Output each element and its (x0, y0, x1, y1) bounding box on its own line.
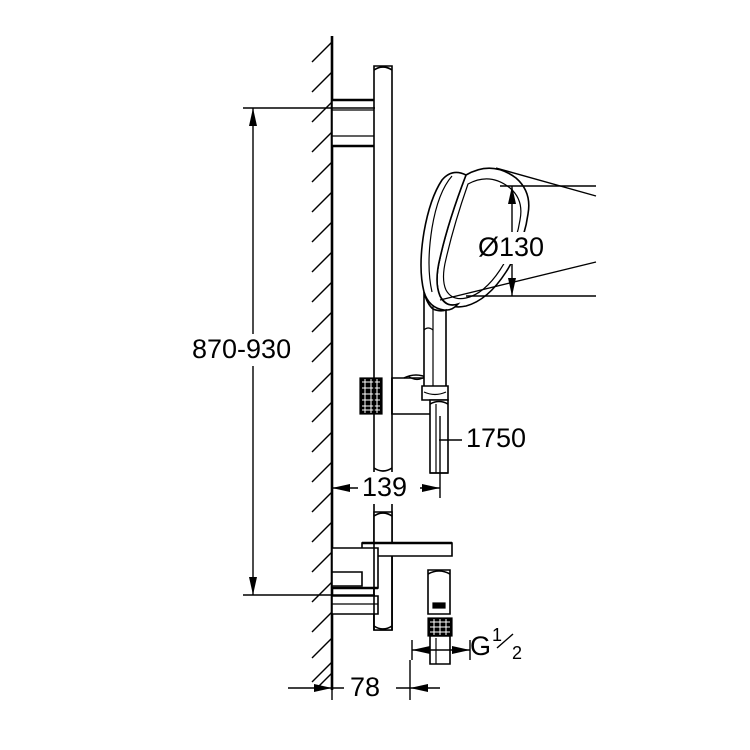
dimension-label-head-diameter: Ø130 (478, 232, 544, 262)
annotation-label-thread-denominator: 2 (512, 643, 522, 663)
shower-hose-upper (429, 399, 449, 474)
dimension-head-diameter (439, 167, 597, 301)
wall-hatching (311, 41, 333, 691)
dimension-label-projection-139: 139 (362, 472, 407, 502)
wall-section (311, 36, 334, 691)
annotation-label-thread-g: G (470, 631, 491, 661)
rail-lower-break (373, 467, 393, 472)
upper-wall-bracket (331, 98, 377, 148)
dimension-label-projection-78: 78 (350, 672, 380, 702)
annotation-label-thread-numerator: 1 (492, 625, 502, 645)
lower-wall-bracket (331, 511, 453, 631)
shower-hose-lower (427, 569, 453, 665)
annotation-thread-size (411, 640, 471, 660)
dimension-label-rail-height: 870-930 (192, 334, 291, 364)
dimension-projection-139 (331, 416, 441, 498)
dimension-label-hose-length: 1750 (466, 423, 526, 453)
